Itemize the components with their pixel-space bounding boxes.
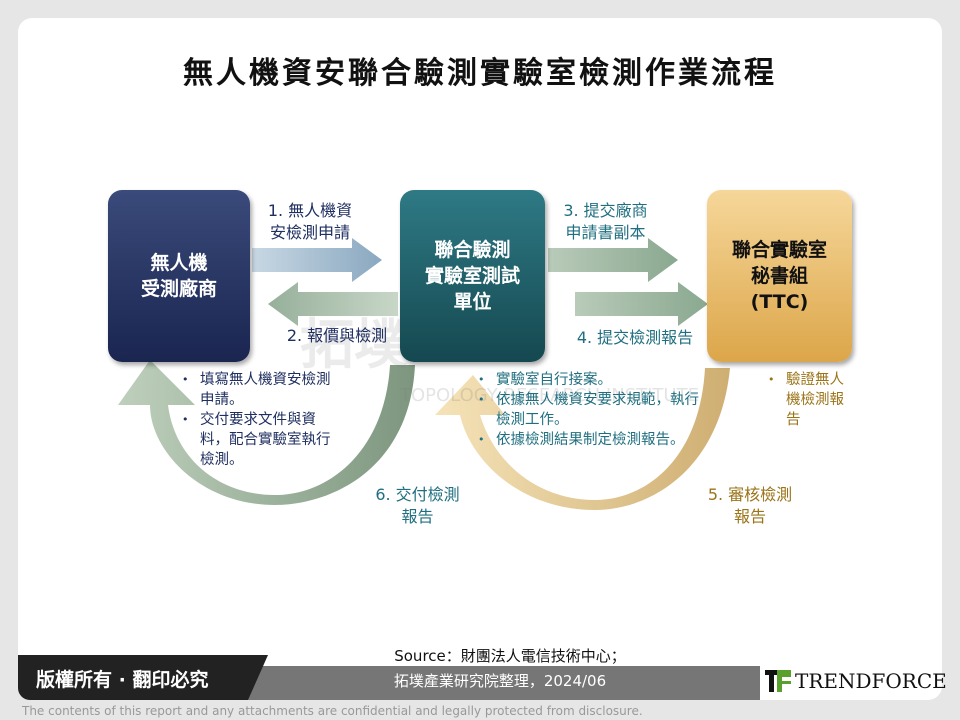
arrow-step2 bbox=[268, 282, 398, 326]
copyright-text: 版權所有 · 翻印必究 bbox=[36, 669, 209, 691]
lab-box: 聯合驗測 實驗室測試 單位 bbox=[400, 190, 545, 362]
page-title: 無人機資安聯合驗測實驗室檢測作業流程 bbox=[183, 56, 777, 91]
trendforce-logo-icon bbox=[765, 668, 791, 694]
logo-text: TRENDFORCE bbox=[795, 669, 947, 693]
ttc-label: 聯合實驗室 秘書組 (TTC) bbox=[731, 239, 827, 313]
ttc-box: 聯合實驗室 秘書組 (TTC) bbox=[707, 190, 852, 362]
step5-label: 5. 審核檢測 報告 bbox=[707, 485, 793, 526]
footer-copyright-bar bbox=[18, 655, 268, 700]
step6-label: 6. 交付檢測 報告 bbox=[375, 485, 460, 526]
lab-label: 聯合驗測 實驗室測試 單位 bbox=[424, 239, 520, 313]
vendor-task-list: 填寫無人機資安檢測申請。 交付要求文件與資料，配合實驗室執行檢測。 bbox=[182, 370, 334, 470]
step4-label: 4. 提交檢測報告 bbox=[576, 328, 694, 347]
list-item: 交付要求文件與資料，配合實驗室執行檢測。 bbox=[182, 410, 334, 470]
step3-label: 3. 提交廠商 申請書副本 bbox=[563, 201, 648, 242]
arrow-step1 bbox=[252, 238, 382, 282]
arrow-step4 bbox=[575, 282, 708, 326]
step1-label: 1. 無人機資 安檢測申請 bbox=[267, 201, 353, 242]
footer-bar bbox=[240, 666, 760, 700]
list-item: 填寫無人機資安檢測申請。 bbox=[182, 370, 334, 410]
watermark-logo: 拓墣 bbox=[300, 313, 408, 376]
curved-arrow-step5 bbox=[435, 368, 730, 510]
ttc-task-list: 驗證無人機檢測報告 bbox=[768, 370, 848, 430]
list-item: 實驗室自行接案。 bbox=[478, 370, 708, 390]
lab-task-list: 實驗室自行接案。 依據無人機資安要求規範，執行檢測工作。 依據檢測結果制定檢測報… bbox=[478, 370, 708, 450]
list-item: 依據檢測結果制定檢測報告。 bbox=[478, 430, 708, 450]
vendor-label: 無人機 受測廠商 bbox=[140, 252, 217, 300]
trendforce-logo: TRENDFORCE bbox=[765, 668, 947, 694]
source-line1: Source：財團法人電信技術中心； bbox=[394, 647, 626, 665]
arrow-step3 bbox=[548, 238, 678, 282]
list-item: 依據無人機資安要求規範，執行檢測工作。 bbox=[478, 390, 708, 430]
source-line2: 拓墣產業研究院整理，2024/06 bbox=[393, 672, 607, 690]
list-item: 驗證無人機檢測報告 bbox=[768, 370, 848, 430]
vendor-box: 無人機 受測廠商 bbox=[108, 190, 250, 362]
disclaimer: The contents of this report and any atta… bbox=[22, 704, 643, 718]
step2-label: 2. 報價與檢測 bbox=[286, 326, 388, 345]
